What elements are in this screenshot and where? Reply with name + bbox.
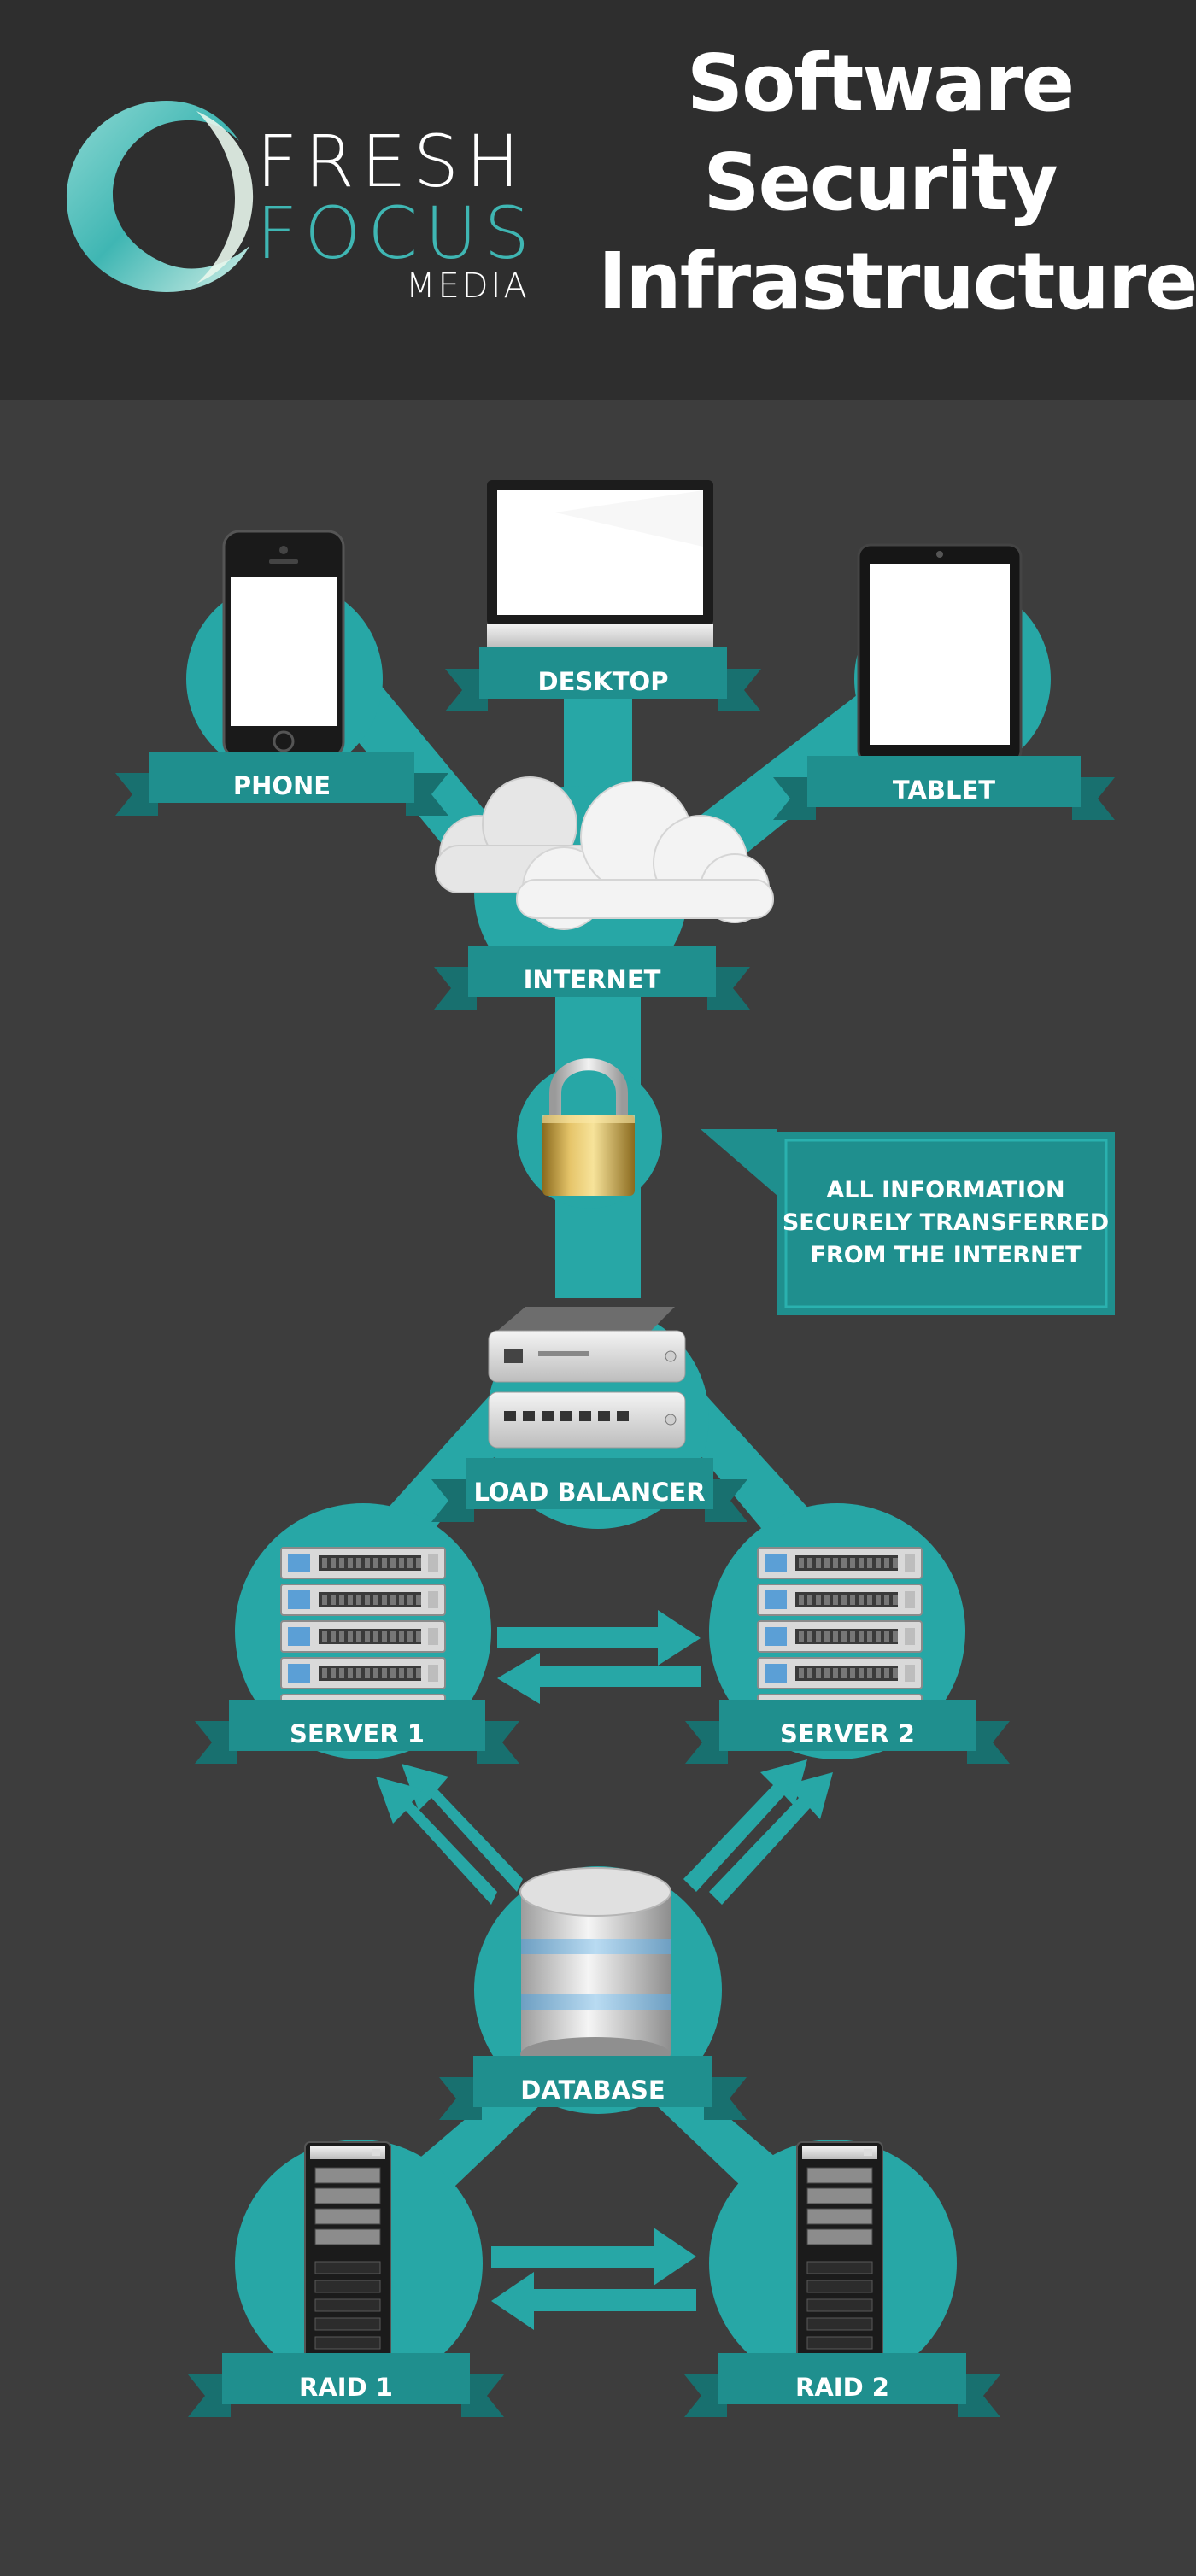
raid2-banner	[684, 2353, 1000, 2417]
callout-line-2: SECURELY TRANSFERRED	[783, 1209, 1109, 1236]
database-label: DATABASE	[520, 2075, 665, 2105]
header	[0, 0, 1196, 400]
load-balancer-icon	[488, 1307, 686, 1449]
server1-label: SERVER 1	[290, 1719, 425, 1748]
internet-label: INTERNET	[524, 965, 661, 994]
server-rack-icon	[757, 1547, 923, 1726]
server2-banner	[685, 1700, 1010, 1764]
label-banners	[115, 647, 1115, 2417]
callout-line-1: ALL INFORMATION	[826, 1177, 1064, 1203]
phone-banner	[115, 752, 448, 816]
database-icon	[519, 1867, 671, 2071]
load-balancer-banner	[431, 1458, 748, 1522]
server1-banner	[195, 1700, 519, 1764]
server-rack-icon	[280, 1547, 446, 1726]
desktop-label: DESKTOP	[538, 667, 669, 696]
callout-line-3: FROM THE INTERNET	[810, 1242, 1082, 1268]
title-line-2: Security	[703, 137, 1058, 228]
raid1-label: RAID 1	[299, 2373, 393, 2402]
raid2-label: RAID 2	[795, 2373, 889, 2402]
phone-label: PHONE	[233, 771, 331, 800]
cloud-icon	[435, 776, 774, 930]
tower-server-icon	[796, 2141, 883, 2365]
tablet-icon	[857, 543, 1023, 764]
title-line-3: Infrastructure	[598, 236, 1196, 327]
title-line-1: Software	[686, 38, 1075, 129]
logo-fresh-text: FRESH	[256, 120, 527, 203]
server2-label: SERVER 2	[780, 1719, 915, 1748]
padlock-icon	[542, 1058, 635, 1196]
raid1-banner	[188, 2353, 504, 2417]
desktop-icon	[487, 480, 713, 654]
logo-focus-text: FOCUS	[256, 191, 536, 275]
tower-server-icon	[304, 2141, 391, 2365]
logo-ring-icon	[67, 101, 254, 292]
callout-box	[701, 1129, 1115, 1315]
bidirectional-arrows-icon	[497, 1610, 701, 1704]
tablet-label: TABLET	[893, 776, 995, 805]
phone-icon	[222, 530, 345, 759]
database-sync-arrows-icon	[376, 1759, 833, 1905]
internet-banner	[434, 946, 750, 1010]
bidirectional-arrows-icon	[491, 2228, 696, 2330]
tablet-banner	[773, 756, 1115, 820]
load-balancer-label: LOAD BALANCER	[473, 1478, 705, 1507]
database-banner	[439, 2056, 747, 2120]
logo-media-text: MEDIA	[406, 266, 530, 306]
desktop-banner	[445, 647, 761, 711]
page-title: Software Security Infrastructure	[598, 34, 1196, 331]
